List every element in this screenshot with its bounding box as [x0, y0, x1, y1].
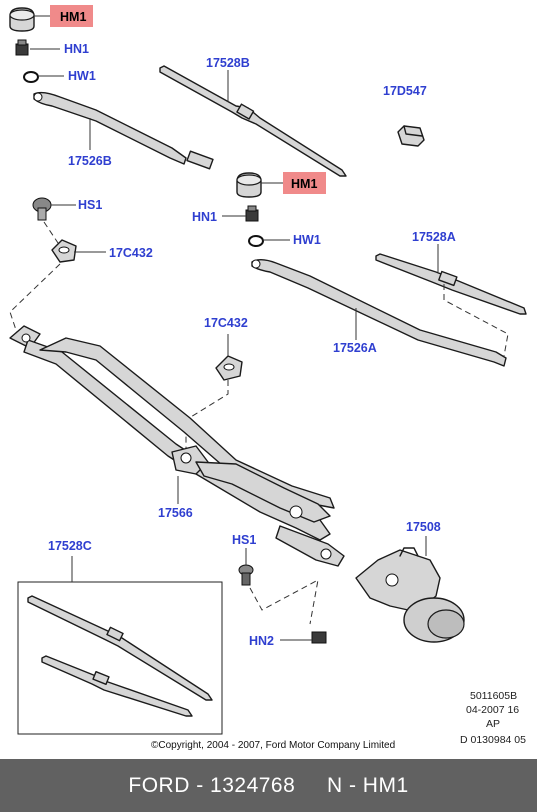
clip-17d547	[397, 125, 425, 147]
label-hw1-top: HW1	[68, 69, 96, 83]
label-17566: 17566	[158, 506, 193, 520]
nut-hn2	[311, 631, 327, 644]
wiper-motor-17508	[355, 547, 465, 643]
hm1-top-highlight	[50, 5, 93, 27]
wiper-blade-17528b	[159, 65, 347, 177]
label-17526a: 17526A	[333, 341, 377, 355]
reference-line-1: 5011605B	[470, 690, 517, 702]
label-hs1-top: HS1	[78, 198, 102, 212]
wiper-arm-17526b	[33, 91, 214, 170]
grommet-17c432-top	[51, 239, 77, 263]
nut-hn1-top	[15, 39, 29, 56]
label-17528a: 17528A	[412, 230, 456, 244]
reference-line-3: AP	[486, 718, 500, 730]
reference-line-4: D 0130984 05	[460, 734, 526, 746]
reference-line-2: 04-2007 16	[466, 704, 519, 716]
label-17528c: 17528C	[48, 539, 92, 553]
copyright-text: ©Copyright, 2004 - 2007, Ford Motor Comp…	[151, 740, 395, 751]
label-hm1-mid: HM1	[291, 177, 317, 191]
footer-bar: FORD - 1324768 N - HM1	[0, 759, 537, 812]
cap-hm1-top	[9, 7, 35, 32]
label-17526b: 17526B	[68, 154, 112, 168]
wiper-linkage-17566	[9, 325, 345, 567]
label-17508: 17508	[406, 520, 441, 534]
label-hs1-bottom: HS1	[232, 533, 256, 547]
label-hn1-mid: HN1	[192, 210, 217, 224]
wiper-blade-set-17528c	[27, 595, 213, 717]
grommet-17c432-mid	[215, 355, 243, 381]
label-hw1-mid: HW1	[293, 233, 321, 247]
wiper-blade-17528a	[375, 253, 527, 315]
hm1-mid-highlight	[283, 172, 326, 194]
washer-hw1-mid	[248, 235, 264, 247]
label-17c432-top: 17C432	[109, 246, 153, 260]
label-hn2: HN2	[249, 634, 274, 648]
wiper-arm-17526a	[251, 259, 507, 367]
nut-hn1-mid	[245, 205, 259, 222]
wiper-parts-diagram: HM1 HN1 HW1 17528B 17D547 17526B HM1 HS1…	[9, 5, 527, 751]
label-17528b: 17528B	[206, 56, 250, 70]
label-hn1-top: HN1	[64, 42, 89, 56]
screw-hs1-top	[32, 197, 52, 221]
label-hm1-top: HM1	[60, 10, 86, 24]
blade-set-17528c-box	[17, 581, 223, 735]
label-17d547: 17D547	[383, 84, 427, 98]
label-17c432-mid: 17C432	[204, 316, 248, 330]
cap-hm1-mid	[236, 172, 262, 198]
washer-hw1-top	[23, 71, 39, 83]
footer-part-number: FORD - 1324768 N - HM1	[128, 773, 409, 797]
screw-hs1-bottom	[238, 564, 254, 586]
